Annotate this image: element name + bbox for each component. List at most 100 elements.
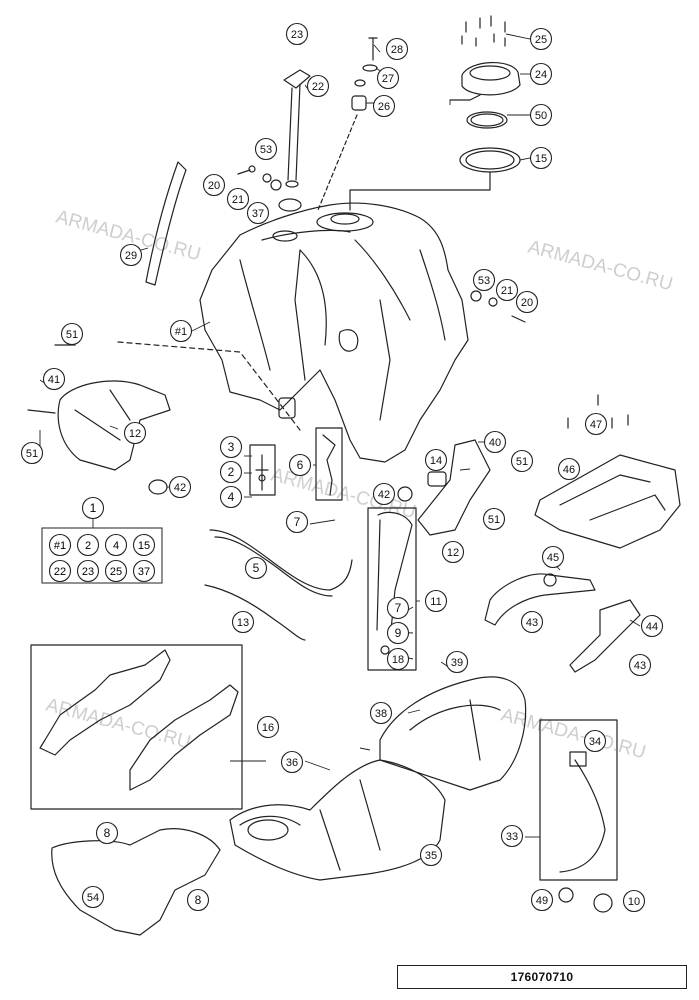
callout-circle (419, 843, 443, 867)
callout-circle (226, 187, 250, 211)
callout-circle (445, 650, 469, 674)
callout-circle (246, 201, 270, 225)
callout-label: 35 (425, 850, 437, 862)
callout-label: 14 (430, 455, 442, 467)
callout-circle (369, 701, 393, 725)
callout-circle (186, 888, 210, 912)
bracket-left-drawing (27, 341, 301, 495)
callout-20: 20 (515, 290, 539, 314)
fuel-tank-drawing (199, 202, 469, 463)
callout-circle (541, 545, 565, 569)
callout-label: 16 (262, 722, 274, 734)
callout-label: 51 (26, 448, 38, 460)
callout-5: 5 (244, 556, 268, 580)
callout-label: 12 (129, 428, 141, 440)
callout-label: 49 (536, 895, 548, 907)
callout-circle (500, 824, 524, 848)
callout-label: 24 (535, 69, 547, 81)
kit-item-circle (76, 559, 100, 583)
callout-11: 11 (424, 589, 448, 613)
callout-circle (583, 729, 607, 753)
callout-42: 42 (372, 482, 396, 506)
callout-layer: #132456778891011121213141516182020212122… (20, 22, 664, 913)
callout-33: 33 (500, 824, 524, 848)
callout-41: 41 (42, 367, 66, 391)
callout-label: 11 (430, 596, 441, 608)
callout-circle (81, 885, 105, 909)
callout-circle (60, 322, 84, 346)
callout-43: 43 (628, 653, 652, 677)
kit-item-label: 2 (85, 540, 91, 552)
callout-circle (372, 482, 396, 506)
callout-label: 39 (451, 657, 463, 669)
callout-38: 38 (369, 701, 393, 725)
callout-circle (20, 441, 44, 465)
callout-label: 54 (87, 892, 99, 904)
kit-item-circle (48, 559, 72, 583)
callout-50: 50 (529, 103, 553, 127)
callout-8: 8 (186, 888, 210, 912)
callout-circle (42, 367, 66, 391)
kit-item-circle (76, 533, 100, 557)
callout-label: 18 (392, 654, 404, 666)
callout-label: 36 (286, 757, 298, 769)
callout-label: 8 (104, 826, 111, 840)
callout-label: 9 (395, 626, 402, 640)
callout-circle (376, 66, 400, 90)
callout-53: 53 (472, 268, 496, 292)
callout-20: 20 (202, 173, 226, 197)
callout-28: 28 (385, 37, 409, 61)
callout-label: 3 (228, 440, 235, 454)
grab-handle-drawing (484, 573, 596, 626)
callout-circle (288, 453, 312, 477)
callout-13: 13 (231, 610, 255, 634)
fuel-pump-bracket-drawing (367, 507, 417, 671)
callout-label: 20 (521, 297, 533, 309)
callout-label: 50 (535, 110, 547, 122)
drawing-number: 176070710 (397, 965, 687, 989)
callout-label: 8 (195, 893, 202, 907)
callout-circle (306, 74, 330, 98)
callout-label: 7 (294, 515, 301, 529)
callout-label: 46 (563, 464, 575, 476)
lock-cylinder-drawing (558, 887, 574, 903)
lever-drawing (569, 599, 641, 673)
ignition-lock-drawing (593, 893, 613, 913)
kit-header-circle (81, 496, 105, 520)
callout-26: 26 (372, 94, 396, 118)
kit-item-circle (48, 533, 72, 557)
callout-label: 44 (646, 621, 658, 633)
callout-39: 39 (445, 650, 469, 674)
callout-21: 21 (226, 187, 250, 211)
callout-14: 14 (424, 448, 448, 472)
callout-circle (202, 173, 226, 197)
callout-label: 34 (589, 736, 601, 748)
callout-27: 27 (376, 66, 400, 90)
callout-hash1: #1 (169, 319, 193, 343)
callout-label: 29 (125, 250, 137, 262)
drain-hose-drawing (204, 584, 306, 641)
callout-circle (495, 278, 519, 302)
filler-tube-drawing (278, 69, 311, 212)
callout-label: 51 (516, 456, 528, 468)
callout-circle (168, 475, 192, 499)
callout-label: 6 (297, 458, 304, 472)
callout-label: 41 (48, 374, 60, 386)
callout-circle (285, 510, 309, 534)
callout-label: 10 (628, 896, 640, 908)
callout-circle (557, 457, 581, 481)
kit-item-label: 37 (138, 566, 150, 578)
callout-circle (256, 715, 280, 739)
callout-43: 43 (520, 610, 544, 634)
callout-24: 24 (529, 62, 553, 86)
callout-51: 51 (60, 322, 84, 346)
callout-8: 8 (95, 821, 119, 845)
callout-circle (386, 621, 410, 645)
callout-42: 42 (168, 475, 192, 499)
callout-circle (640, 614, 664, 638)
callout-12: 12 (441, 540, 465, 564)
callout-45: 45 (541, 545, 565, 569)
fasteners-right-drawing (470, 290, 526, 323)
callout-circle (515, 290, 539, 314)
